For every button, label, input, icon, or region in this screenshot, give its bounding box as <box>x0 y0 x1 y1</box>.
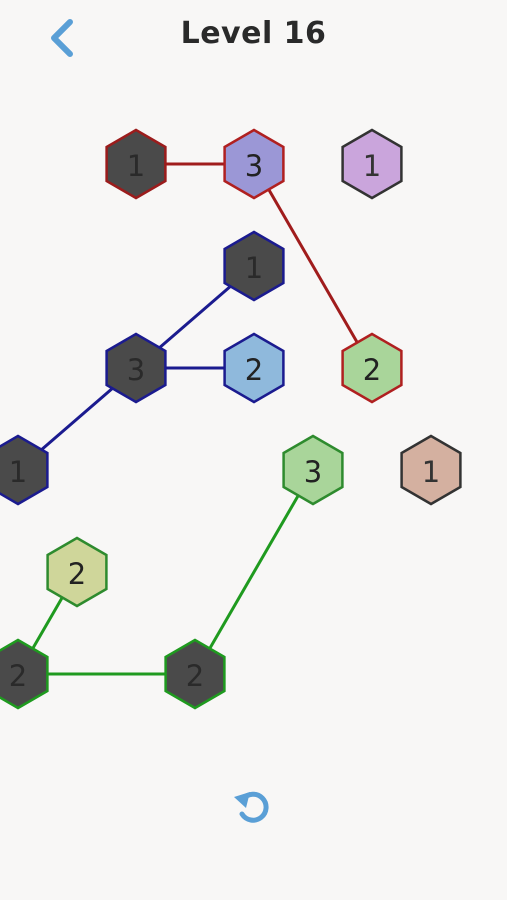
hex-node-value: 2 <box>363 353 381 387</box>
hex-node[interactable]: 1 <box>400 434 462 506</box>
hex-node-value: 2 <box>245 353 263 387</box>
hex-tile <box>223 230 285 302</box>
hex-node[interactable]: 1 <box>223 230 285 302</box>
hex-node[interactable]: 2 <box>46 536 108 608</box>
hex-node-value: 1 <box>422 455 440 489</box>
hex-node-value: 3 <box>127 353 145 387</box>
hex-node[interactable]: 1 <box>105 128 167 200</box>
hex-tile <box>282 434 344 506</box>
hex-node-value: 3 <box>304 455 322 489</box>
hex-node-value: 2 <box>9 659 27 693</box>
hex-tile <box>0 638 49 710</box>
header: Level 16 <box>0 0 507 76</box>
hex-tile <box>223 332 285 404</box>
page-title: Level 16 <box>180 16 327 51</box>
hex-tile <box>400 434 462 506</box>
hex-node[interactable]: 2 <box>341 332 403 404</box>
hex-node[interactable]: 2 <box>164 638 226 710</box>
hex-node[interactable]: 1 <box>341 128 403 200</box>
hex-tile <box>105 128 167 200</box>
hex-node-value: 1 <box>9 455 27 489</box>
hex-tile <box>105 332 167 404</box>
back-button[interactable] <box>40 14 88 62</box>
hex-tile <box>341 332 403 404</box>
hex-tile <box>223 128 285 200</box>
hex-node-value: 2 <box>186 659 204 693</box>
nodes-layer: 1 3 1 1 3 2 2 1 3 1 2 2 2 <box>0 128 462 710</box>
hex-node[interactable]: 3 <box>282 434 344 506</box>
hex-node-value: 1 <box>363 149 381 183</box>
hex-tile <box>341 128 403 200</box>
hex-node[interactable]: 2 <box>223 332 285 404</box>
hex-node[interactable]: 2 <box>0 638 49 710</box>
hex-tile <box>0 434 49 506</box>
hex-node[interactable]: 3 <box>105 332 167 404</box>
chevron-left-icon <box>51 19 73 57</box>
hex-node-value: 3 <box>245 149 263 183</box>
hex-tile <box>164 638 226 710</box>
hex-node-value: 1 <box>245 251 263 285</box>
hex-tile <box>46 536 108 608</box>
hex-node[interactable]: 1 <box>0 434 49 506</box>
hex-node-value: 2 <box>68 557 86 591</box>
hex-node-value: 1 <box>127 149 145 183</box>
link-n9-n13 <box>193 469 315 675</box>
link-n2-n7 <box>252 163 374 369</box>
undo-icon <box>234 791 269 823</box>
hex-node[interactable]: 3 <box>223 128 285 200</box>
undo-button[interactable] <box>230 784 276 830</box>
